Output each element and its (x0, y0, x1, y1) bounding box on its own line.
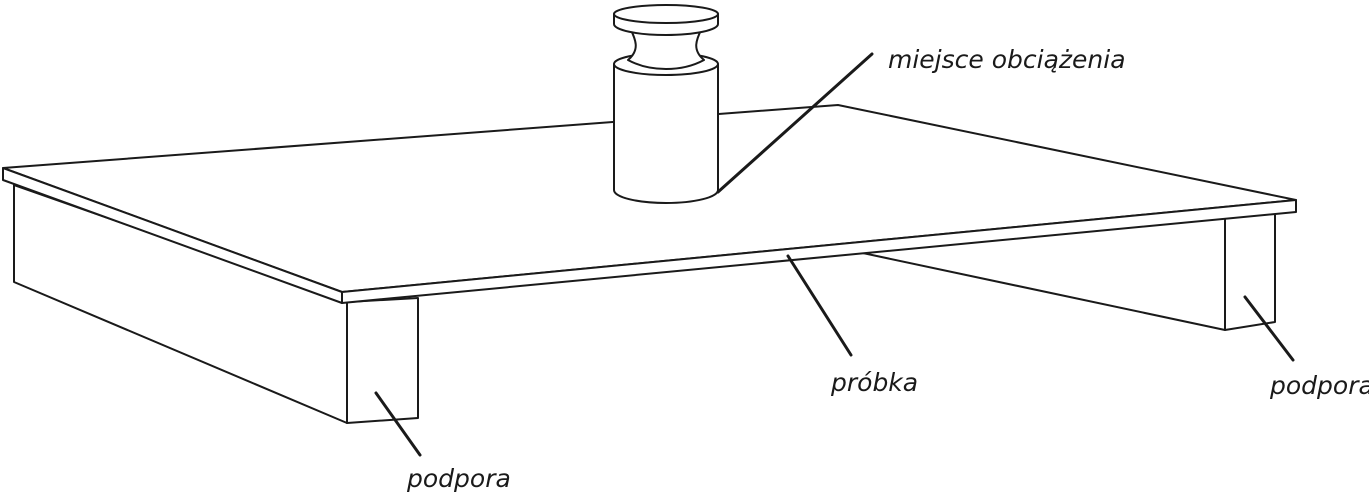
label-sample: próbka (830, 368, 918, 397)
support-left (13, 184, 419, 424)
weight-neck (627, 27, 705, 70)
label-load-point: miejsce obciążenia (888, 45, 1126, 74)
support-right-front-face (1224, 207, 1276, 331)
label-support-left: podpora (406, 464, 511, 493)
leader-load-point (716, 52, 874, 194)
weight-head-top (613, 4, 719, 24)
plate-front-edge (341, 199, 1297, 304)
weight-body (613, 63, 719, 204)
leader-support-right (1243, 295, 1295, 362)
label-support-right: podpora (1269, 371, 1369, 400)
leader-support-left (374, 391, 422, 457)
load-weight (613, 4, 719, 204)
support-left-front-face (346, 297, 419, 424)
leader-sample (786, 254, 853, 357)
